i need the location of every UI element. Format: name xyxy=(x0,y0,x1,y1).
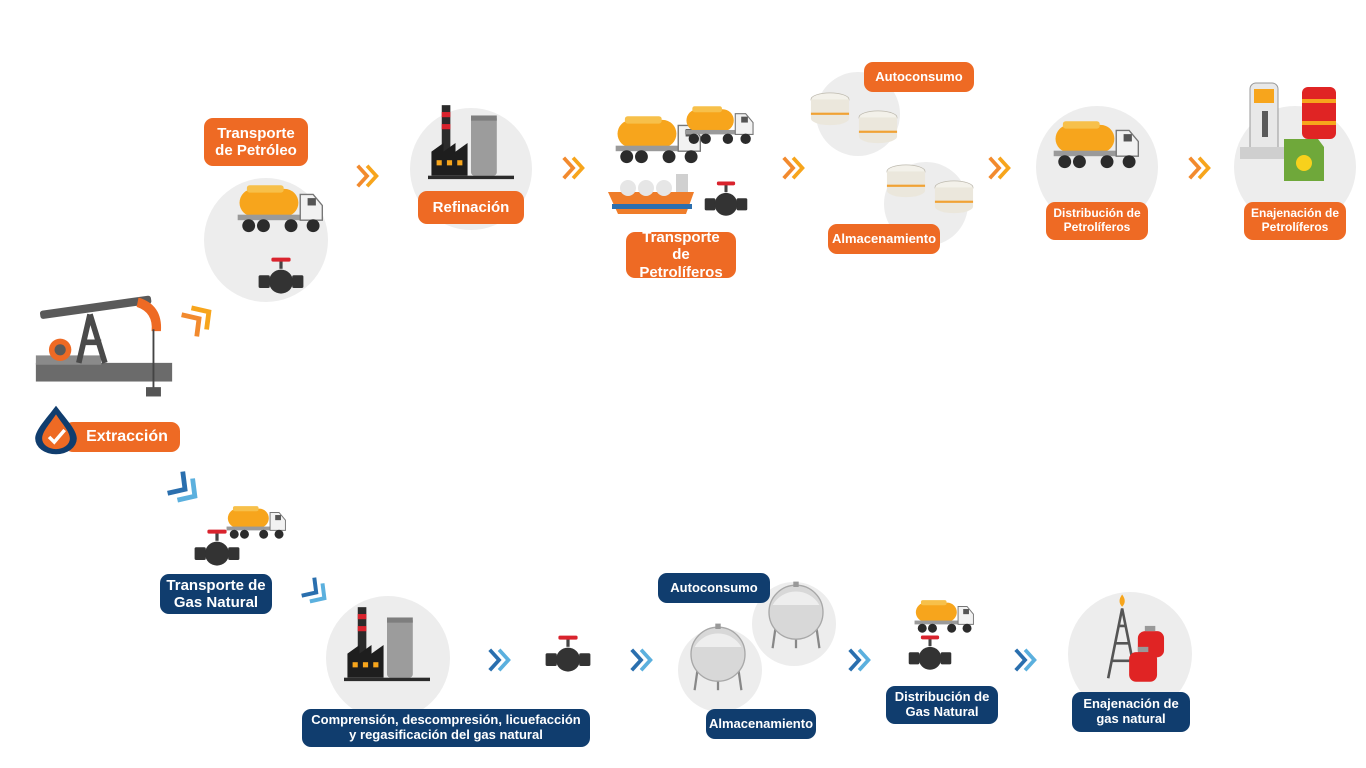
enajenacion-oil-label: Enajenación de Petrolíferos xyxy=(1244,202,1346,240)
chevron-right-icon xyxy=(354,162,382,190)
autoconsumo-oil-label: Autoconsumo xyxy=(864,62,974,92)
chevron-right-icon xyxy=(846,646,874,674)
valve-icon xyxy=(544,634,592,674)
valve-icon xyxy=(256,256,306,296)
distribucion-gas-label: Distribución de Gas Natural xyxy=(886,686,998,724)
chevron-right-icon xyxy=(780,154,808,182)
fuel-pump-icon xyxy=(1240,76,1350,188)
refinery-icon xyxy=(428,100,514,186)
chevron-down-icon xyxy=(161,465,211,515)
valve-icon xyxy=(192,528,242,568)
tanker-truck-icon xyxy=(1050,112,1142,182)
gas-sphere-icon xyxy=(682,620,754,692)
transporte-gas-label: Transporte de Gas Natural xyxy=(160,574,272,614)
autoconsumo-gas-label: Autoconsumo xyxy=(658,573,770,603)
almacenamiento-oil-label: Almacenamiento xyxy=(828,224,940,254)
refinacion-label: Refinación xyxy=(418,191,524,224)
chevron-right-icon xyxy=(1012,646,1040,674)
chevron-up-icon xyxy=(175,293,225,343)
ship-tanker-icon xyxy=(606,164,696,224)
gas-sphere-icon xyxy=(760,578,832,650)
chevron-right-icon xyxy=(986,154,1014,182)
transporte-petroleo-label: Transporte de Petróleo xyxy=(204,118,308,166)
chevron-right-icon xyxy=(1186,154,1214,182)
valve-icon xyxy=(906,634,954,672)
extraccion-label: Extracción xyxy=(64,422,180,452)
storage-tank-icon xyxy=(808,90,852,128)
gas-rig-cylinders-icon xyxy=(1082,584,1178,694)
chevron-right-icon xyxy=(628,646,656,674)
almacenamiento-gas-label: Almacenamiento xyxy=(706,709,816,739)
chevron-down-right-icon xyxy=(296,572,338,614)
valve-icon xyxy=(702,180,750,218)
chevron-right-icon xyxy=(486,646,514,674)
storage-tank-icon xyxy=(884,162,928,200)
storage-tank-icon xyxy=(856,108,900,146)
compresion-label: Comprensión, descompresión, licuefacción… xyxy=(302,709,590,747)
chevron-right-icon xyxy=(560,154,588,182)
rail-tanker-icon xyxy=(682,98,756,156)
drop-check-icon xyxy=(30,400,82,460)
storage-tank-icon xyxy=(932,178,976,216)
distribucion-oil-label: Distribución de Petrolíferos xyxy=(1046,202,1148,240)
processing-plant-icon xyxy=(342,602,432,688)
enajenacion-gas-label: Enajenación de gas natural xyxy=(1072,692,1190,732)
tanker-truck-icon xyxy=(234,180,326,242)
transporte-petroliferos-label: Transporte de Petrolíferos xyxy=(626,229,736,281)
